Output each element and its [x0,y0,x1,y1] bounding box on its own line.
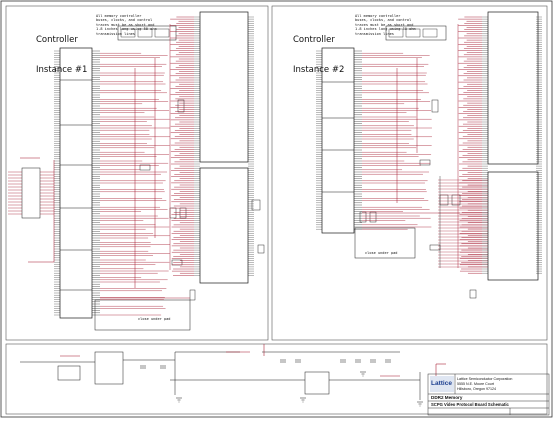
ddr2-chip-top-2 [487,11,539,165]
panel-1-wires [8,16,254,316]
termination-box-2 [385,25,447,41]
sheet-title: DDR2 Memory [431,395,463,400]
lattice-logo: Lattice [431,380,452,387]
ground-symbols [176,371,423,407]
lattice-logo-bg [430,376,454,392]
regulator-u2 [304,371,330,395]
panel-1-routing-note: All memory controller buses, clocks, and… [96,14,157,36]
project-title: SCPG Video Protocol Board Schematic [431,402,509,407]
clock-area-box-2 [354,227,416,259]
company-name: Lattice Semiconductor Corporation [457,377,513,381]
ddr2-chip-top [199,11,249,163]
power-caps [140,359,391,369]
panel-2-clock-note: close under pad [365,251,398,255]
panel-2-routing-note: All memory controller buses, clocks, and… [355,14,416,36]
regulator-u1 [94,351,124,385]
panel-2-title: Controller Instance #2 [293,35,345,75]
panel-1-clock-note: close under pad [138,317,171,321]
panel-1-frame [5,5,269,341]
panel-2-wires [316,16,542,274]
company-address-2: Hillsboro, Oregon 97124 [457,387,496,391]
fpga-bank-dividers [60,79,92,291]
power-section [20,351,423,407]
panel-2-frame [271,5,548,341]
company-address-1: 5555 N.E. Moore Court [457,382,494,386]
ddr2-chip-bottom [199,167,249,284]
power-section-frame [5,343,548,415]
title-block [427,373,550,416]
input-connector [57,365,81,381]
panel-2-schematic [321,11,539,299]
left-connector [21,167,41,219]
fpga-bank-u2 [321,47,355,234]
termination-box [117,25,177,41]
panel-1-title: Controller Instance #1 [36,35,88,75]
ddr2-chip-bottom-2 [487,171,539,281]
